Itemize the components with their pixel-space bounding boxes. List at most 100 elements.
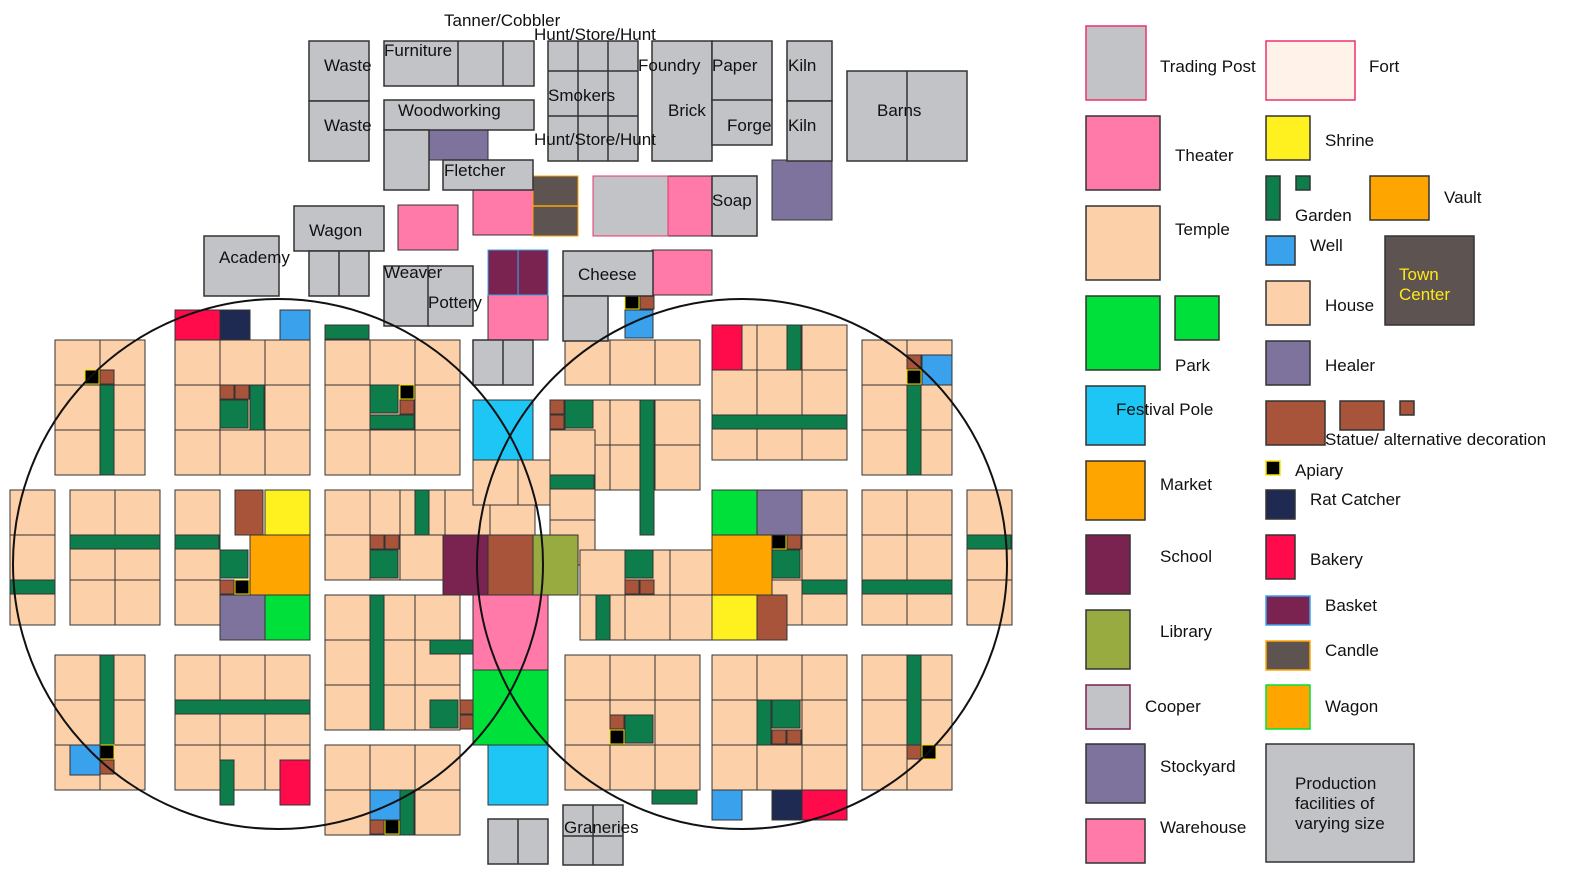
garden: [249, 384, 265, 431]
house-lot: [174, 579, 221, 626]
house-lot: [654, 744, 701, 791]
shrine: [264, 489, 311, 536]
garden: [369, 384, 399, 414]
label-barns: Barns: [877, 101, 921, 120]
legend: Trading Post Fort Theater Shrine Garden …: [1085, 25, 1546, 864]
production-building: [308, 40, 370, 102]
statue: [549, 399, 565, 415]
production-building: [383, 129, 430, 191]
well: [279, 309, 311, 341]
well: [69, 744, 101, 776]
house-lot: [861, 534, 908, 581]
legend-label-bakery: Bakery: [1310, 550, 1363, 569]
statue: [639, 579, 655, 595]
shrine: [711, 594, 758, 641]
statue: [756, 594, 788, 641]
house-lot: [861, 429, 908, 476]
legend-label-library: Library: [1160, 622, 1212, 641]
house-lot: [324, 744, 371, 791]
legend-swatch-statue-medium: [1339, 400, 1385, 431]
garden: [906, 654, 922, 746]
legend-swatch-cooper: [1085, 684, 1131, 730]
house-lot: [174, 744, 221, 791]
house-lot: [756, 744, 803, 791]
house-lot: [114, 579, 161, 626]
house-lot: [324, 384, 371, 431]
house-lot: [624, 594, 671, 641]
house-lot: [399, 534, 446, 581]
house-lot: [654, 444, 701, 491]
label-hunt-south: Hunt/Store/Hunt: [534, 130, 656, 149]
house-lot: [324, 594, 371, 641]
well: [921, 354, 953, 386]
statue: [459, 699, 475, 715]
garden: [69, 534, 161, 550]
house-lot: [654, 699, 701, 746]
house-lot: [54, 384, 101, 431]
house-lot: [369, 339, 416, 386]
statue: [609, 714, 625, 730]
legend-label-well: Well: [1310, 236, 1343, 255]
house-lot: [264, 654, 311, 701]
house-lot: [861, 654, 908, 701]
label-paper: Paper: [712, 56, 758, 75]
bakery: [279, 759, 311, 806]
house-lot: [906, 489, 953, 536]
legend-label-center: Center: [1399, 285, 1450, 304]
legend-swatch-garden-tall: [1265, 175, 1281, 221]
garden: [174, 699, 311, 715]
legend-label-warehouse: Warehouse: [1160, 818, 1246, 837]
garden: [429, 699, 459, 729]
legend-label-house: House: [1325, 296, 1374, 315]
legend-label-school: School: [1160, 547, 1212, 566]
garden: [414, 489, 430, 536]
house-lot: [324, 684, 371, 731]
garden: [595, 594, 611, 641]
statue: [399, 399, 415, 415]
garden: [174, 534, 220, 550]
legend-label-healer: Healer: [1325, 356, 1375, 375]
influence-circles: [12, 298, 1008, 830]
legend-swatch-statue-small: [1399, 400, 1415, 416]
statue: [219, 579, 235, 595]
central-statue: [487, 534, 534, 596]
statue: [786, 534, 802, 550]
statue: [234, 384, 250, 400]
legend-label-production-1: Production: [1295, 774, 1376, 793]
house-lot: [549, 429, 596, 476]
production-building: [786, 40, 833, 102]
legend-swatch-rat-catcher: [1265, 489, 1296, 520]
house-lot: [324, 639, 371, 686]
label-wagon: Wagon: [309, 221, 362, 240]
map-labels: Tanner/Cobbler Hunt/Store/Hunt Furniture…: [219, 11, 921, 837]
legend-swatch-apiary: [1265, 460, 1281, 476]
house-lot: [669, 549, 716, 596]
statue: [369, 534, 385, 550]
statue: [369, 819, 385, 835]
house-lot: [324, 534, 371, 581]
statue: [624, 579, 640, 595]
garden: [771, 699, 801, 729]
house-lot: [174, 654, 221, 701]
legend-label-temple: Temple: [1175, 220, 1230, 239]
school: [442, 534, 489, 596]
label-furniture: Furniture: [384, 41, 452, 60]
legend-label-market: Market: [1160, 475, 1212, 494]
house-lot: [756, 369, 803, 416]
house-lot: [711, 744, 758, 791]
production-building: [383, 40, 535, 87]
house-lot: [324, 789, 371, 836]
legend-swatch-candle: [1265, 640, 1311, 671]
legend-swatch-bakery: [1265, 534, 1296, 580]
legend-label-park: Park: [1175, 356, 1210, 375]
legend-label-fort: Fort: [1369, 57, 1400, 76]
house-lot: [861, 384, 908, 431]
legend-swatch-park-large: [1085, 295, 1161, 371]
statue: [99, 369, 115, 385]
label-smokers: Smokers: [548, 86, 615, 105]
park: [264, 594, 311, 641]
statue: [234, 489, 264, 536]
warehouse: [651, 249, 713, 296]
house-lot: [801, 744, 848, 791]
legend-label-festival-pole: Festival Pole: [1116, 400, 1213, 419]
